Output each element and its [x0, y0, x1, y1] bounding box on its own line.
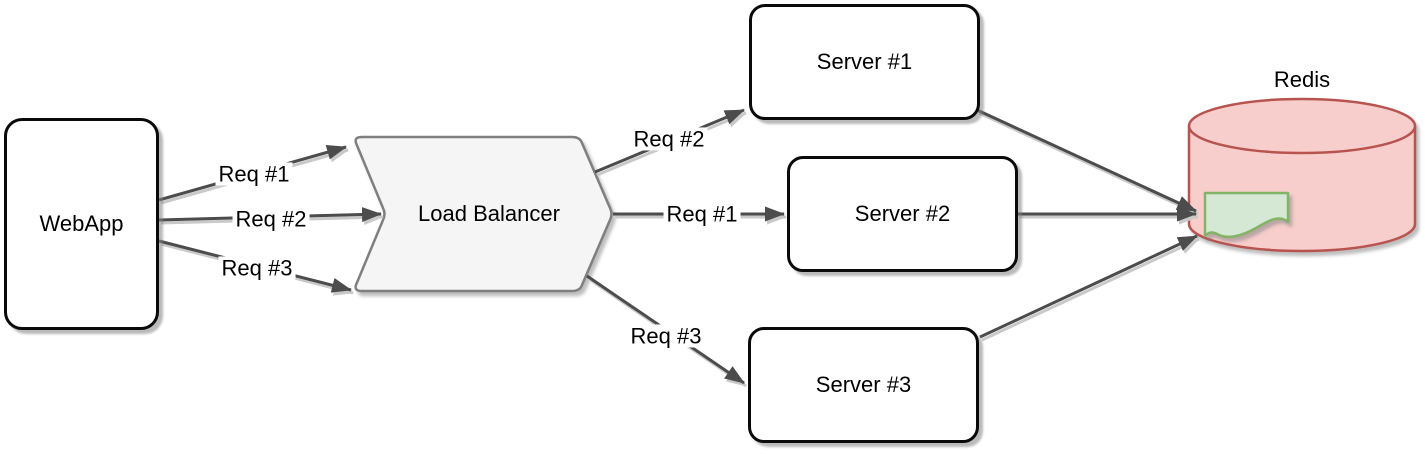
edge-label-req1-lb-server2: Req #1	[663, 202, 741, 226]
node-redis-label: Redis	[1273, 66, 1331, 92]
document-icon	[1203, 191, 1290, 239]
edge-server3-redis	[979, 234, 1200, 342]
node-load-balancer-label: Load Balancer	[418, 200, 560, 226]
node-webapp: WebApp	[4, 118, 159, 330]
edge-server1-redis	[976, 108, 1199, 216]
node-server-3: Server #3	[748, 327, 979, 443]
edge-label-req1-webapp-lb: Req #1	[215, 162, 293, 186]
edge-label-req3-lb-server3: Req #3	[627, 324, 705, 348]
edge-label-req2-webapp-lb: Req #2	[232, 207, 310, 231]
node-server-2: Server #2	[787, 156, 1018, 272]
node-server-3-label: Server #3	[815, 371, 912, 397]
edge-label-req2-lb-server1: Req #2	[630, 127, 708, 151]
node-server-1-label: Server #1	[816, 48, 913, 74]
edge-label-req3-webapp-lb: Req #3	[218, 256, 296, 280]
node-server-1: Server #1	[749, 4, 980, 120]
node-webapp-label: WebApp	[39, 210, 124, 236]
node-server-2-label: Server #2	[854, 200, 951, 226]
load-balancer-shape	[354, 135, 613, 293]
edge-server2-redis	[1017, 206, 1199, 225]
